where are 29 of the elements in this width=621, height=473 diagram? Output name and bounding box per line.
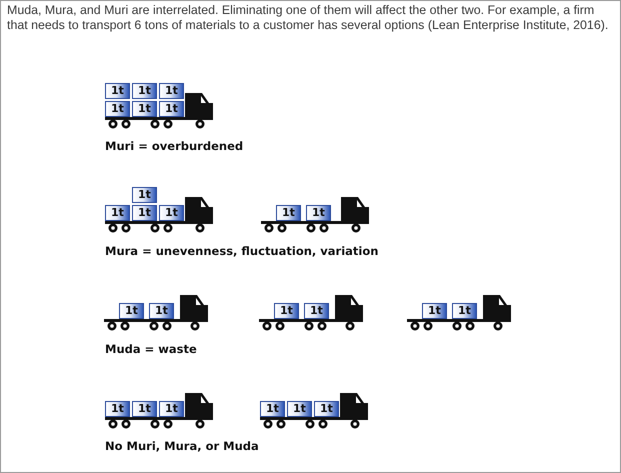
crate-label: 1t — [149, 303, 174, 319]
crate-label: 1t — [452, 303, 477, 319]
crate-label: 1t — [276, 205, 301, 221]
crate-label: 1t — [119, 303, 144, 319]
crate-label: 1t — [105, 83, 130, 99]
crate-label: 1t — [304, 303, 329, 319]
crate-label: 1t — [306, 205, 331, 221]
crate-label: 1t — [159, 205, 184, 221]
crate-label: 1t — [105, 205, 130, 221]
crate-label: 1t — [159, 401, 184, 417]
crate-label: 1t — [132, 205, 157, 221]
row-caption: No Muri, Mura, or Muda — [105, 439, 259, 453]
intro-paragraph: Muda, Mura, and Muri are interrelated. Eliminating one of them will affect the other two. For example, a firm that needs to transport 6 tons of materials to a customer has several options (Lean Enterprise Institute, 2016). — [7, 3, 610, 33]
row-caption: Muri = overburdened — [105, 139, 244, 153]
crate-label: 1t — [287, 401, 312, 417]
crate-label: 1t — [105, 101, 130, 117]
crate-label: 1t — [260, 401, 285, 417]
crate-label: 1t — [422, 303, 447, 319]
crate-label: 1t — [105, 401, 130, 417]
row-caption: Mura = unevenness, fluctuation, variation — [105, 244, 378, 258]
crate-label: 1t — [132, 187, 157, 203]
crate-label: 1t — [132, 83, 157, 99]
crate-label: 1t — [132, 401, 157, 417]
row-caption: Muda = waste — [105, 342, 197, 356]
crate-label: 1t — [132, 101, 157, 117]
crate-label: 1t — [159, 101, 184, 117]
crate-label: 1t — [274, 303, 299, 319]
crate-label: 1t — [314, 401, 339, 417]
crate-label: 1t — [159, 83, 184, 99]
